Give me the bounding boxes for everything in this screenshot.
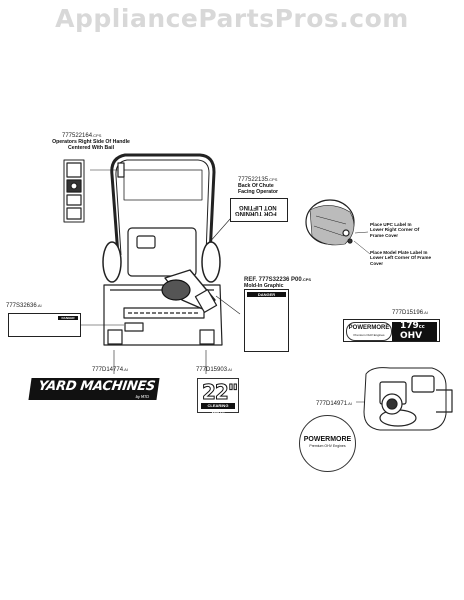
watermark: AppliancePartsPros.com	[55, 4, 409, 33]
yard-machines-part-suffix: .AI	[123, 367, 128, 372]
yard-machines-decal: YARD MACHINES by MTD	[28, 378, 160, 400]
powermore-disc-part-number-text: 777D14971	[316, 401, 348, 407]
powermore-logo-tagline: Premium OHV Engines	[353, 333, 385, 337]
engine-ohv-text: OHV	[400, 331, 423, 341]
powermore-disc-part-number: 777D14971.AI	[316, 400, 352, 408]
mold-in-caption: Mold-In Graphic	[244, 283, 284, 289]
powermore-disc-tagline: Premium OHV Engines	[309, 444, 346, 448]
handle-part-number: 777522164.CPS	[62, 132, 101, 140]
chute-decal-line-2: NOT LIFTING	[239, 204, 277, 210]
yard-machines-sub: by MTD	[135, 394, 150, 399]
left-decal-part-number: 777S32636.AI	[6, 302, 42, 310]
clearing-width-part-number-text: 777D15903	[196, 367, 228, 373]
powermore-ohv-part-suffix: .AI	[423, 310, 428, 315]
clearing-width-part-suffix: .AI	[227, 367, 232, 372]
chute-part-suffix: .CPS	[268, 177, 278, 182]
chute-part-number: 777522135.CPS	[238, 176, 277, 184]
engine-cc-unit: cc	[418, 324, 425, 330]
mold-in-ref: REF. 777S32236 P00.CPS	[244, 276, 311, 284]
engine-cc-badge: 179cc OHV	[392, 322, 437, 341]
mold-in-danger-label: DANGER	[244, 289, 289, 352]
clearing-width-decal: 22" CLEARING WIDTH	[197, 378, 239, 414]
model-plate-note: Place Model Plate Label In Lower Left Co…	[370, 250, 432, 266]
handle-part-suffix: .CPS	[92, 133, 102, 138]
yard-machines-brand: YARD MACHINES	[37, 379, 157, 394]
powermore-disc-decal: POWERMORE Premium OHV Engines	[299, 415, 356, 472]
powermore-logo-text: POWERMORE	[348, 325, 390, 331]
chute-decal: FOR TURNING NOT LIFTING	[230, 198, 288, 222]
mold-in-ref-suffix: .CPS	[301, 277, 312, 282]
handle-caption: Operators Right Side Of Handle Centered …	[52, 139, 130, 152]
powermore-logo: POWERMORE Premium OHV Engines	[346, 322, 392, 341]
upc-note: Place UPC Label In Lower Right Corner Of…	[370, 222, 420, 238]
mold-in-ref-text: REF. 777S32236 P00	[244, 277, 302, 283]
engine-cc-value: 179	[400, 321, 419, 331]
yard-machines-part-number-text: 777D14774	[92, 367, 124, 373]
handle-part-number-text: 777522164	[62, 133, 93, 139]
mold-in-danger-header: DANGER	[247, 292, 286, 297]
powermore-disc-brand: POWERMORE	[303, 436, 352, 443]
powermore-ohv-decal: POWERMORE Premium OHV Engines 179cc OHV	[343, 319, 440, 342]
powermore-ohv-part-number-text: 777D15196	[392, 310, 424, 316]
clearing-width-number: 22"	[201, 380, 238, 405]
chute-caption: Back Of Chute Facing Operator	[238, 183, 279, 196]
left-danger-decal: DANGER	[8, 313, 81, 337]
chute-decal-line-1: FOR TURNING	[235, 210, 277, 216]
powermore-disc-part-suffix: .AI	[347, 401, 352, 406]
powermore-ohv-part-number: 777D15196.AI	[392, 309, 428, 317]
chute-part-number-text: 777522135	[238, 177, 269, 183]
chute-decal-text: FOR TURNING NOT LIFTING	[235, 204, 277, 216]
left-decal-part-suffix: .AI	[36, 303, 42, 308]
left-decal-part-number-text: 777S32636	[6, 303, 37, 309]
yard-machines-part-number: 777D14774.AI	[92, 366, 128, 374]
left-decal-header: DANGER	[58, 316, 78, 320]
clearing-width-part-number: 777D15903.AI	[196, 366, 232, 374]
clearing-width-text: CLEARING WIDTH	[201, 403, 235, 414]
